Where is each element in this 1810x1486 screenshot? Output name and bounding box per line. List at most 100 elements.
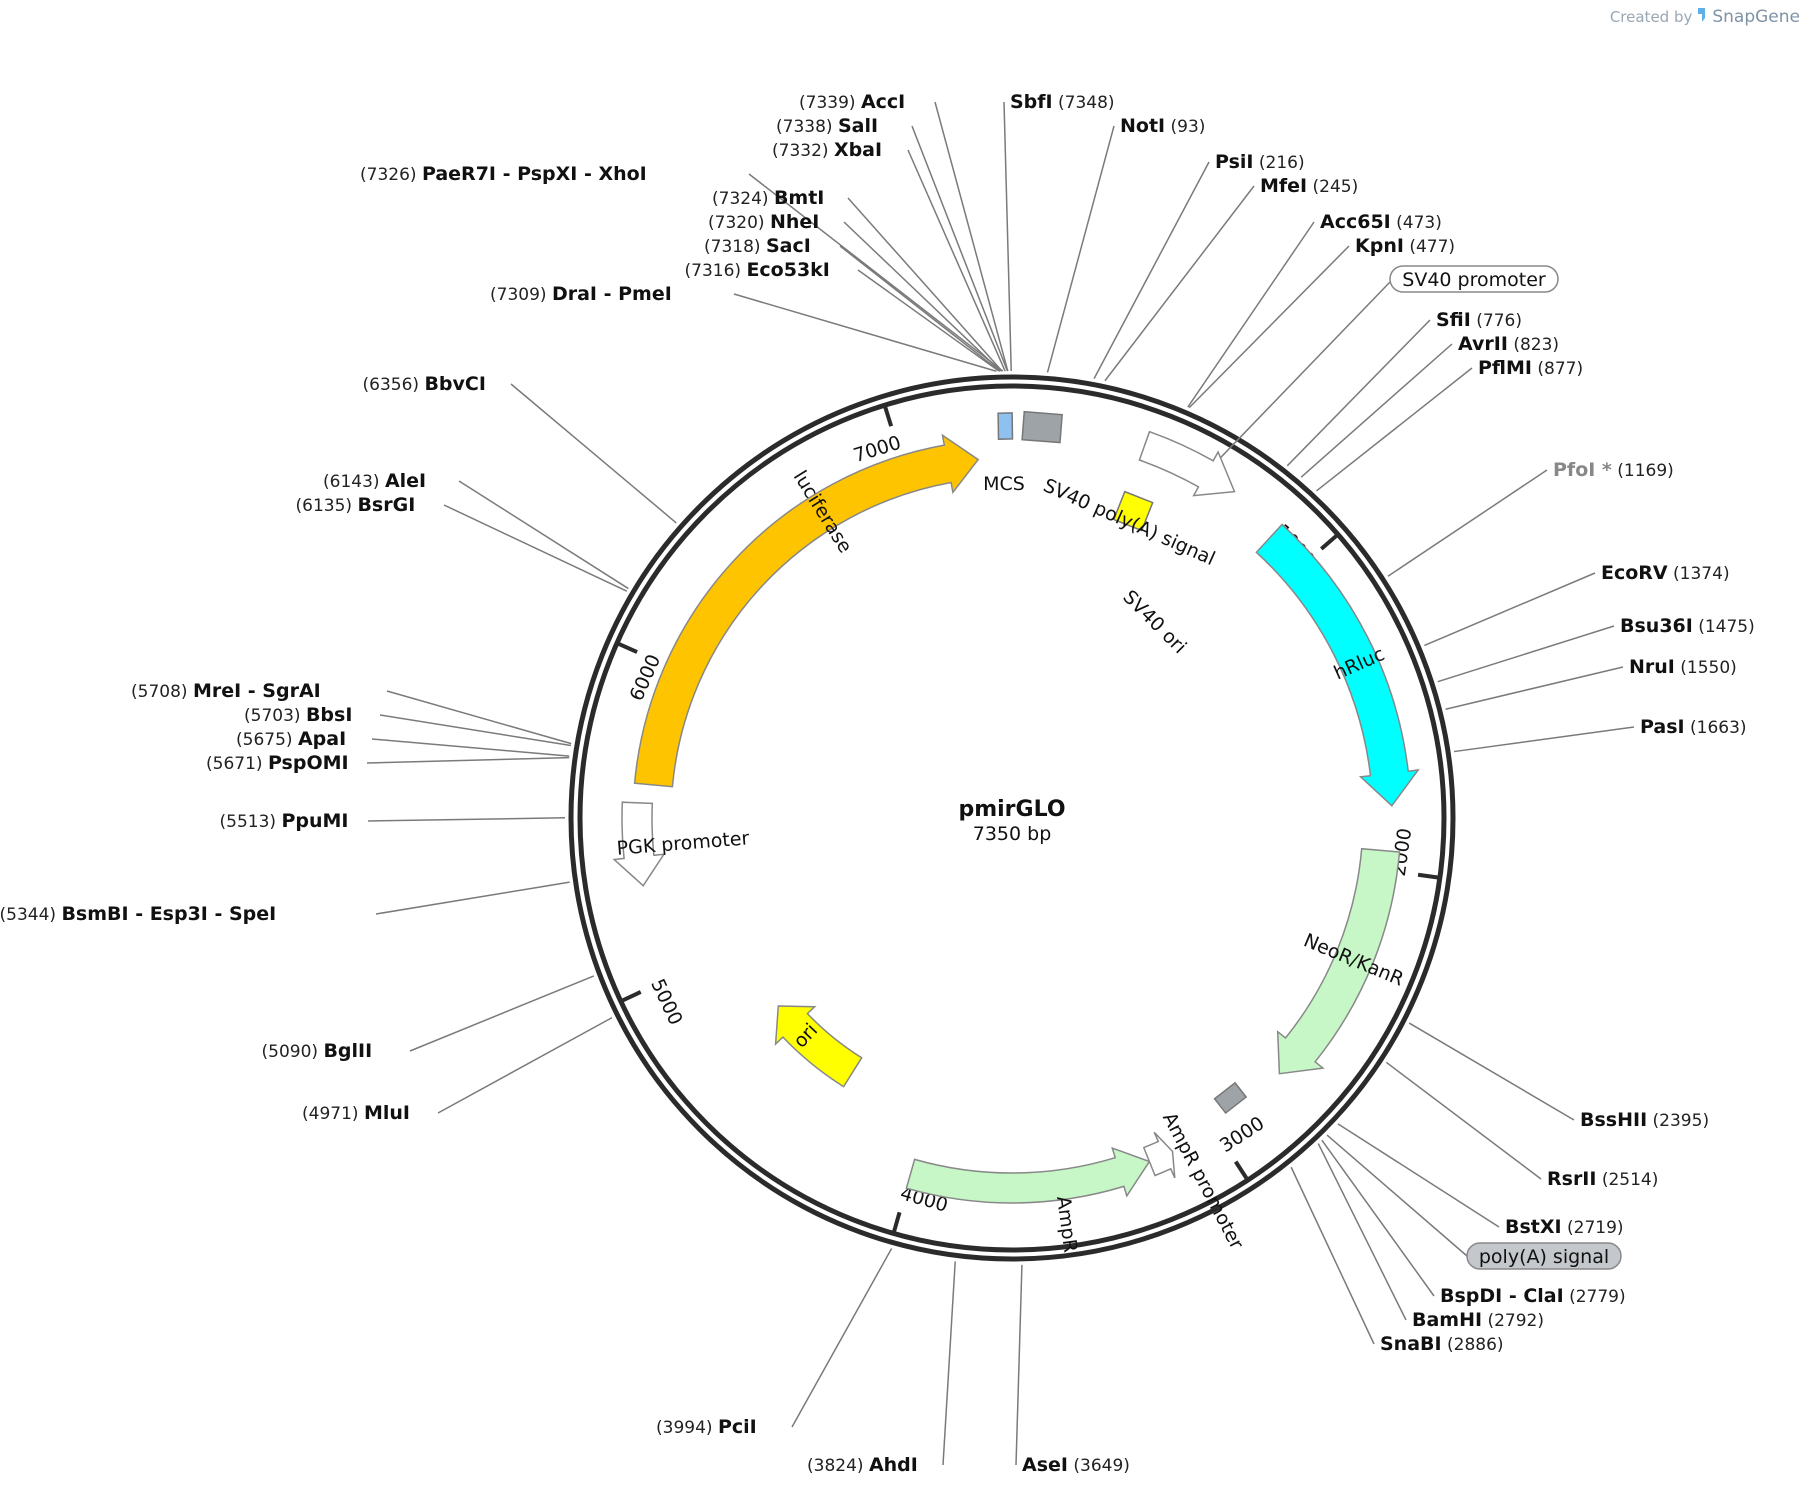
site-label: RsrII (2514) [1547,1168,1658,1190]
site-label: (5671) PspOMI [206,752,349,774]
site-enzyme: BbsI [306,704,352,726]
site-position: (2514) [1596,1170,1658,1190]
site-label: (5090) BglII [262,1040,373,1062]
site-enzyme: PpuMI [281,810,348,832]
site-position: (3649) [1068,1456,1130,1476]
watermark-prefix: Created by [1609,8,1693,26]
site-enzyme: PasI [1640,716,1685,738]
ampr-label: AmpR [1052,1195,1081,1254]
site-label: (7338) SalI [776,115,878,137]
site-position: (1374) [1668,564,1730,584]
site-position: (877) [1532,359,1583,379]
site-enzyme-alt: - PmeI [597,283,672,305]
site-label: EcoRV (1374) [1601,562,1730,584]
sv40-polya-label: SV40 poly(A) signal [1040,474,1218,570]
sv40-polya-box [1021,410,1063,444]
site-label: SbfI (7348) [1010,91,1115,113]
site-enzyme: NheI [770,211,819,233]
site-label: (6135) BsrGI [296,494,416,516]
site-position: (7316) [685,261,747,281]
site-position: (5708) [131,682,193,702]
tick-mark [1320,534,1338,551]
site-label: (7326) PaeR7I - PspXI - XhoI [360,163,647,185]
site-enzyme: Eco53kI [746,259,829,281]
leader-line [748,173,1004,372]
watermark-brand: SnapGene [1712,7,1800,27]
site-enzyme: SalI [838,115,878,137]
mcs-label: MCS [983,473,1025,495]
site-position: (7326) [360,165,422,185]
site-enzyme-alt: - SpeI [208,903,276,925]
site-position: (1169) [1612,461,1674,481]
plasmid-name: pmirGLO [958,797,1065,822]
site-label: (7320) NheI [708,211,819,233]
leader-line [791,1248,893,1428]
site-position: (7309) [490,285,552,305]
site-enzyme: NotI [1120,115,1165,137]
site-position: (7348) [1053,93,1115,113]
ampr-promoter-arrow [1142,1131,1176,1179]
site-label: (3994) PciI [656,1416,757,1438]
site-position: (473) [1391,213,1442,233]
site-label: (5344) BsmBI - Esp3I - SpeI [0,903,276,925]
site-enzyme: SfiI [1436,309,1471,331]
site-position: (7339) [799,93,861,113]
site-enzyme: SacI [766,235,811,257]
site-label: (5675) ApaI [236,728,346,750]
site-position: (6135) [296,496,358,516]
site-label: MfeI (245) [1260,175,1358,197]
sv40-promoter-tag: SV40 promoter [1389,265,1559,293]
leader-line [1046,125,1115,373]
site-label: (7339) AccI [799,91,905,113]
site-position: (4971) [302,1104,364,1124]
leader-line [1385,1061,1542,1180]
site-position: (776) [1471,311,1522,331]
leader-line [1317,1143,1407,1321]
leader-line [367,817,566,822]
site-label: AseI (3649) [1022,1454,1130,1476]
site-enzyme: BsrGI [357,494,415,516]
hrluc-arrow [1255,523,1420,807]
pgk-promoter-arrow [612,801,666,887]
site-enzyme: BmtI [774,187,824,209]
site-label: PsiI (216) [1215,151,1305,173]
tick-mark [621,990,642,1003]
snapgene-logo-icon [1696,6,1708,28]
ampr-promoter-box [1213,1081,1248,1115]
site-enzyme: KpnI [1355,235,1404,257]
site-position: (5671) [206,754,268,774]
site-position: (7324) [712,189,774,209]
leader-line [1337,1123,1500,1228]
site-label: PflMI (877) [1478,357,1583,379]
site-label: Bsu36I (1475) [1620,615,1755,637]
site-enzyme: MluI [364,1102,410,1124]
leader-line [1453,726,1635,753]
site-label: PasI (1663) [1640,716,1747,738]
site-position: (5344) [0,905,61,925]
mcs-box [997,412,1014,440]
site-enzyme: BsmBI [61,903,128,925]
ampr-arrow [905,1146,1151,1204]
site-position: (7320) [708,213,770,233]
site-label: (7316) Eco53kI [685,259,830,281]
leader-line [1316,367,1473,492]
tick-label: 5000 [646,976,686,1029]
site-position: (7338) [776,117,838,137]
site-enzyme: PflMI [1478,357,1532,379]
leader-line [1015,1264,1023,1466]
site-label: BamHI (2792) [1412,1309,1544,1331]
site-label: (5708) MreI - SgrAI [131,680,321,702]
site-enzyme: AhdI [869,1454,918,1476]
leader-line [1408,1022,1575,1121]
site-enzyme-alt: - SgrAI [241,680,321,702]
leader-line [1387,469,1548,577]
leader-line [409,975,595,1052]
site-enzyme: SbfI [1010,91,1053,113]
leader-line [1216,281,1391,463]
site-enzyme: PspOMI [268,752,349,774]
leader-line [857,269,1000,372]
leader-line [1187,221,1315,408]
site-enzyme: AvrII [1458,333,1508,355]
site-enzyme: ApaI [298,728,346,750]
leader-line [443,504,628,592]
